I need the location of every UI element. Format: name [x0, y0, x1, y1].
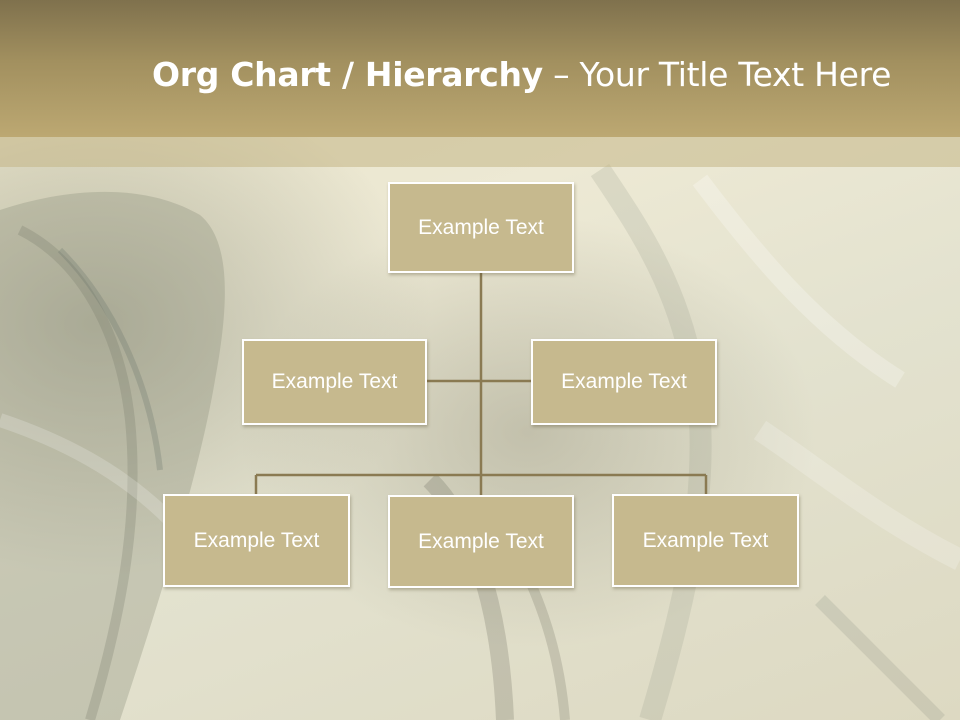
org-box-label: Example Text: [561, 370, 687, 393]
title-dash: –: [542, 55, 580, 94]
title-strip: [0, 137, 960, 167]
org-box-assistant-left[interactable]: Example Text: [242, 339, 427, 425]
org-box-label: Example Text: [271, 370, 398, 393]
org-box-assistant-right[interactable]: Example Text: [531, 339, 717, 425]
title-rest: Your Title Text Here: [579, 55, 892, 94]
title-bold: Org Chart / Hierarchy: [152, 55, 543, 94]
slide-title[interactable]: Org Chart / Hierarchy – Your Title Text …: [152, 52, 932, 98]
org-box-sub-center[interactable]: Example Text: [388, 495, 574, 588]
org-box-label: Example Text: [418, 529, 544, 553]
org-box-label: Example Text: [193, 528, 320, 552]
title-bar: [0, 0, 960, 137]
org-box-sub-left[interactable]: Example Text: [163, 494, 350, 587]
org-box-label: Example Text: [418, 215, 544, 239]
org-box-top[interactable]: Example Text: [388, 182, 574, 273]
org-box-label: Example Text: [642, 528, 769, 552]
org-box-sub-right[interactable]: Example Text: [612, 494, 799, 587]
